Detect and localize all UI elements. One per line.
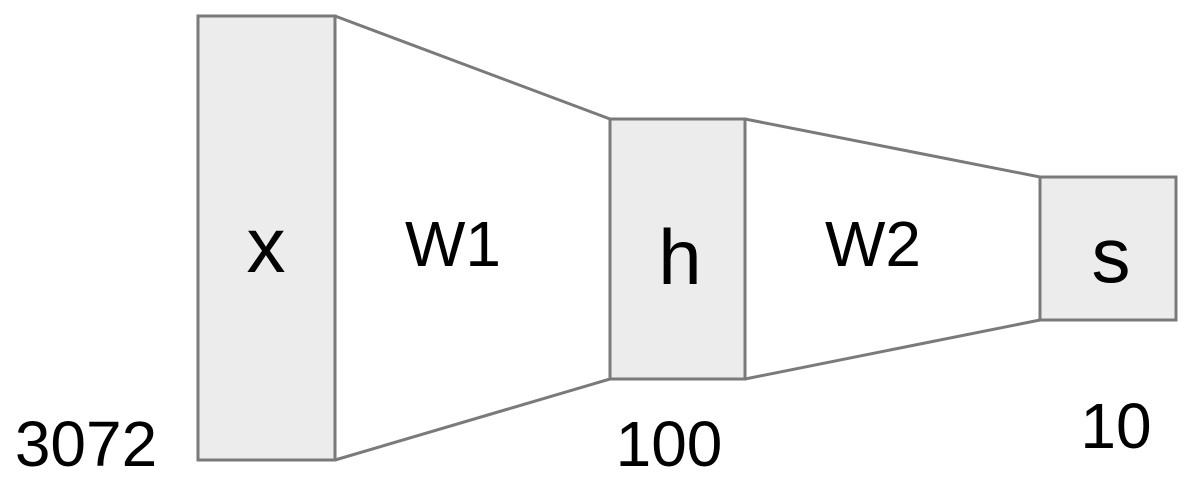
connector-x-h-bottom: [334, 377, 611, 462]
layer-h-name: h: [658, 213, 701, 301]
layer-x-name: x: [247, 201, 286, 289]
weight-w1-label: W1: [405, 208, 501, 280]
layer-h: h: [608, 117, 747, 381]
connector-h-s-top: [744, 117, 1041, 179]
layer-h-size-label: 100: [616, 408, 723, 480]
connector-x-h-top: [334, 14, 611, 121]
layer-x-box: [196, 14, 337, 462]
layer-x: x: [196, 14, 337, 462]
weight-w2-label: W2: [825, 208, 921, 280]
layer-s-box: [1038, 175, 1178, 322]
layer-s: s: [1038, 175, 1178, 322]
connector-h-s-bottom: [744, 318, 1041, 381]
layer-s-size-label: 10: [1080, 390, 1151, 462]
layer-h-box: [608, 117, 747, 381]
layer-s-name: s: [1092, 211, 1131, 299]
layer-x-size-label: 3072: [15, 408, 157, 480]
